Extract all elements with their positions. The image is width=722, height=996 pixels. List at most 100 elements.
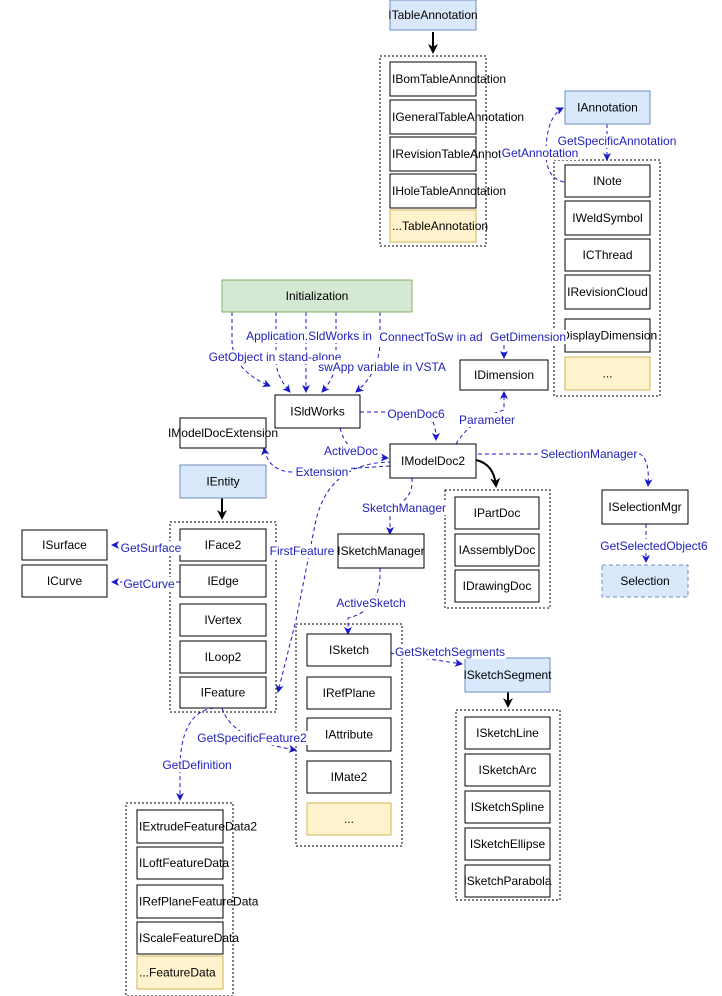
node-selection-box: [601, 564, 689, 598]
node-annotation-more-label: ...: [602, 367, 612, 381]
node-featuredata-more: ...FeatureData: [136, 955, 224, 990]
node-iface2-box: [179, 528, 267, 562]
edge-label-get-annotation: GetAnnotation: [500, 146, 580, 160]
node-irevisiontableannotation: IRevisionTableAnnotation: [389, 136, 527, 172]
node-imate2-box: [306, 760, 392, 794]
edge-label-get-annotation-bg: [500, 146, 580, 160]
edge-label-active-sketch-text: ActiveSketch: [336, 596, 405, 610]
node-itableannotation-label: ITableAnnotation: [388, 8, 477, 22]
node-imodeldoc2: IModelDoc2: [389, 443, 477, 479]
node-ipartdoc-label: IPartDoc: [474, 506, 521, 520]
edge-label-get-specific-feature-text: GetSpecificFeature2: [197, 731, 307, 745]
node-iholetableannotation: IHoleTableAnnotation: [389, 173, 506, 209]
node-isketchellipse: ISketchEllipse: [464, 827, 551, 861]
edge-label-application-sldworks: Application.SldWorks in: [245, 329, 373, 343]
node-ipartdoc: IPartDoc: [454, 496, 540, 530]
edge-label-extension-bg: [294, 465, 350, 479]
edge-label-get-curve-text: GetCurve: [123, 577, 175, 591]
edge-label-open-doc6-text: OpenDoc6: [387, 407, 445, 421]
node-tableannotation-more-label: ...TableAnnotation: [392, 219, 488, 233]
entity-group: [169, 521, 277, 713]
edge-first-feature: [275, 461, 393, 693]
node-sketch-more-label: ...: [344, 812, 354, 826]
edge-label-get-curve: GetCurve: [122, 577, 176, 591]
node-irefplane-box: [306, 676, 392, 710]
edge-label-swapp-vsta-bg: [317, 360, 447, 374]
node-isketchparabola: ISketchParabola: [463, 864, 552, 898]
node-isketcharc: ISketchArc: [464, 753, 551, 787]
node-isurface-box: [21, 529, 108, 561]
edge-label-swapp-vsta: swApp variable in VSTA: [317, 360, 447, 374]
edge-label-get-sketch-segments: GetSketchSegments: [393, 645, 507, 659]
edge-label-connecttosw: ConnectToSw in ad: [378, 330, 484, 344]
node-irefplane-label: IRefPlane: [323, 686, 376, 700]
edge-label-getobject-standalone-text: GetObject in stand-alone: [209, 350, 342, 364]
node-ientity-label: IEntity: [206, 475, 239, 489]
node-sketch-more: ...: [306, 802, 392, 836]
node-imate2: IMate2: [306, 760, 392, 794]
node-iannotation: IAnnotation: [564, 90, 651, 125]
node-iassemblydoc-box: [454, 533, 540, 567]
node-iselectionmgr-label: ISelectionMgr: [608, 500, 681, 514]
node-isketchline: ISketchLine: [464, 716, 551, 750]
edge-label-get-specific-feature: GetSpecificFeature2: [196, 731, 309, 745]
node-ibomtableannotation-label: IBomTableAnnotation: [392, 72, 506, 86]
node-irevisioncloud-box: [564, 274, 651, 310]
edge-label-get-sketch-segments-bg: [393, 645, 507, 659]
node-isketchellipse-label: ISketchEllipse: [470, 837, 546, 851]
node-imodeldocextension: IModelDocExtension: [168, 417, 278, 449]
node-isketchparabola-label: ISketchParabola: [463, 874, 551, 888]
node-idisplaydimension: IDisplayDimension: [558, 318, 657, 353]
node-irevisioncloud: IRevisionCloud: [564, 274, 651, 310]
node-iselectionmgr: ISelectionMgr: [601, 489, 689, 525]
edge-label-get-selected-object6: GetSelectedObject6: [599, 539, 710, 553]
node-iweldsymbol-box: [564, 200, 651, 236]
edge-label-first-feature-bg: [268, 544, 336, 558]
node-iloop2-box: [179, 640, 267, 674]
edge-label-get-sketch-segments-text: GetSketchSegments: [395, 645, 505, 659]
node-isldworks-box: [274, 394, 361, 429]
node-isketchspline-box: [464, 790, 551, 824]
node-inote-box: [564, 164, 651, 198]
edge-label-active-doc: ActiveDoc: [322, 444, 380, 458]
node-irevisiontableannotation-label: IRevisionTableAnnotation: [392, 147, 527, 161]
edge-init-to-sldworks-4: [321, 312, 337, 393]
node-iselectionmgr-box: [601, 489, 689, 525]
edge-label-connecttosw-bg: [378, 330, 484, 344]
node-featuredata-more-box: [136, 955, 224, 990]
edge-label-application-sldworks-bg: [245, 329, 373, 343]
edge-sketch-manager: [386, 477, 413, 535]
node-ientity-box: [179, 464, 267, 499]
node-ifeature: IFeature: [179, 676, 267, 709]
node-iface2-label: IFace2: [205, 538, 242, 552]
node-iextrudefeaturedata2: IExtrudeFeatureData2: [136, 809, 257, 844]
node-tableannotation-more: ...TableAnnotation: [389, 209, 488, 243]
edge-label-get-surface: GetSurface: [119, 541, 183, 555]
node-idimension: IDimension: [459, 359, 549, 391]
edge-label-get-curve-bg: [122, 577, 176, 591]
edge-label-parameter-text: Parameter: [459, 413, 515, 427]
node-iedge-box: [179, 564, 267, 598]
sketch-segment-group: [455, 709, 561, 901]
node-itableannotation-box: [389, 0, 477, 31]
node-iattribute: IAttribute: [306, 717, 392, 752]
edge-label-active-doc-bg: [322, 444, 380, 458]
node-irevisiontableannotation-box: [389, 136, 477, 172]
node-igeneraltableannotation-box: [389, 99, 477, 135]
node-idisplaydimension-label: IDisplayDimension: [558, 329, 657, 343]
node-iloftfeaturedata-box: [136, 846, 224, 880]
node-iloftfeaturedata-label: ILoftFeatureData: [139, 856, 229, 870]
node-inote: INote: [564, 164, 651, 198]
node-irefplane: IRefPlane: [306, 676, 392, 710]
node-idrawingdoc: IDrawingDoc: [454, 569, 540, 603]
edge-label-sketch-manager: SketchManager: [360, 501, 448, 515]
node-isketcharc-label: ISketchArc: [478, 763, 536, 777]
edge-label-extension: Extension: [294, 465, 350, 479]
edge-label-parameter: Parameter: [457, 413, 517, 427]
edge-label-first-feature-text: FirstFeature: [270, 544, 335, 558]
node-initialization-label: Initialization: [286, 289, 349, 303]
node-isketchmanager-box: [337, 533, 425, 569]
edge-selection-manager: [478, 453, 653, 487]
node-iscalefeaturedata-label: IScaleFeatureData: [139, 931, 239, 945]
